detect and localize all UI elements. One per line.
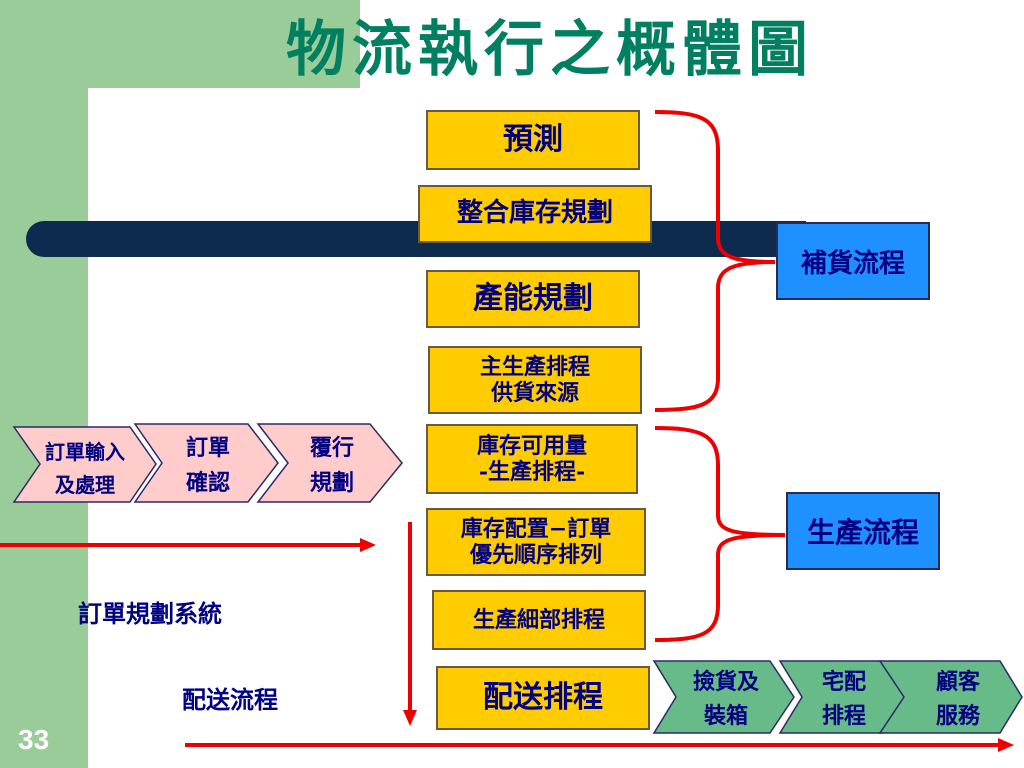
atp-line2: -生產排程- (478, 459, 586, 485)
inventory-allocation-box: 庫存配置−訂單 優先順序排列 (426, 508, 646, 576)
page-title: 物流執行之概體圖 (286, 15, 814, 85)
production-label: 生產流程 (806, 516, 919, 549)
order-chevron-3: 覆行 規劃 (256, 423, 403, 503)
replenishment-process-box: 補貨流程 (776, 222, 930, 300)
detailed-schedule-label: 生產細部排程 (472, 606, 605, 633)
production-process-box: 生產流程 (786, 492, 940, 570)
delivery-chevron-3: 顧客 服務 (878, 660, 1023, 734)
distribution-process-label: 配送流程 (182, 685, 278, 714)
forecast-box: 預測 (426, 110, 640, 170)
order-chevron-1-line2: 及處理 (55, 473, 115, 497)
delivery-chevron-1-line2: 裝箱 (703, 703, 748, 729)
order-planning-system-label: 訂單規劃系統 (78, 599, 222, 628)
capacity-planning-box: 產能規劃 (426, 270, 640, 328)
delivery-chevron-1-line1: 撿貨及 (693, 669, 760, 695)
mps-line2: 供貨來源 (490, 380, 579, 406)
timeline-bar (26, 221, 806, 257)
available-inventory-box: 庫存可用量 -生產排程- (426, 424, 638, 494)
production-bracket (654, 426, 786, 642)
detailed-production-schedule-box: 生產細部排程 (432, 590, 646, 650)
page-number: 33 (18, 724, 50, 755)
left-green-strip (0, 0, 88, 768)
replenishment-label: 補貨流程 (800, 248, 905, 279)
order-chevron-2: 訂單 確認 (133, 423, 279, 503)
delivery-chevron-3-line1: 顧客 (936, 669, 981, 695)
inventory-planning-label: 整合庫存規劃 (456, 198, 613, 229)
delivery-chevron-1: 撿貨及 裝箱 (652, 660, 795, 734)
master-production-schedule-box: 主生產排程 供貨來源 (428, 346, 642, 414)
order-chevron-3-line1: 覆行 (309, 435, 354, 461)
allocation-line2: 優先順序排列 (469, 542, 602, 568)
order-flow-arrow (0, 538, 376, 552)
mps-line1: 主生產排程 (479, 353, 590, 380)
delivery-chevron-2-line1: 宅配 (822, 669, 866, 695)
distribution-flow-arrow (185, 738, 1014, 752)
delivery-chevron-3-line2: 服務 (936, 703, 981, 729)
order-chevron-3-line2: 規劃 (310, 470, 354, 496)
forecast-label: 預測 (503, 122, 563, 157)
vertical-flow-arrow (403, 522, 417, 726)
atp-line1: 庫存可用量 (476, 432, 587, 459)
order-chevron-2-line1: 訂單 (186, 435, 230, 461)
capacity-planning-label: 產能規劃 (473, 281, 593, 316)
inventory-planning-box: 整合庫存規劃 (418, 185, 652, 243)
replenishment-bracket (654, 110, 776, 412)
order-chevron-1: 訂單輸入 及處理 (12, 426, 157, 503)
delivery-schedule-label: 配送排程 (483, 680, 603, 715)
order-chevron-1-line1: 訂單輸入 (45, 440, 125, 464)
delivery-chevron-2-line2: 排程 (822, 703, 866, 729)
order-chevron-2-line2: 確認 (186, 470, 230, 496)
top-green-band (0, 0, 360, 88)
delivery-chevron-2: 宅配 排程 (778, 660, 907, 734)
delivery-schedule-box: 配送排程 (436, 666, 650, 730)
allocation-line1: 庫存配置−訂單 (460, 515, 612, 542)
